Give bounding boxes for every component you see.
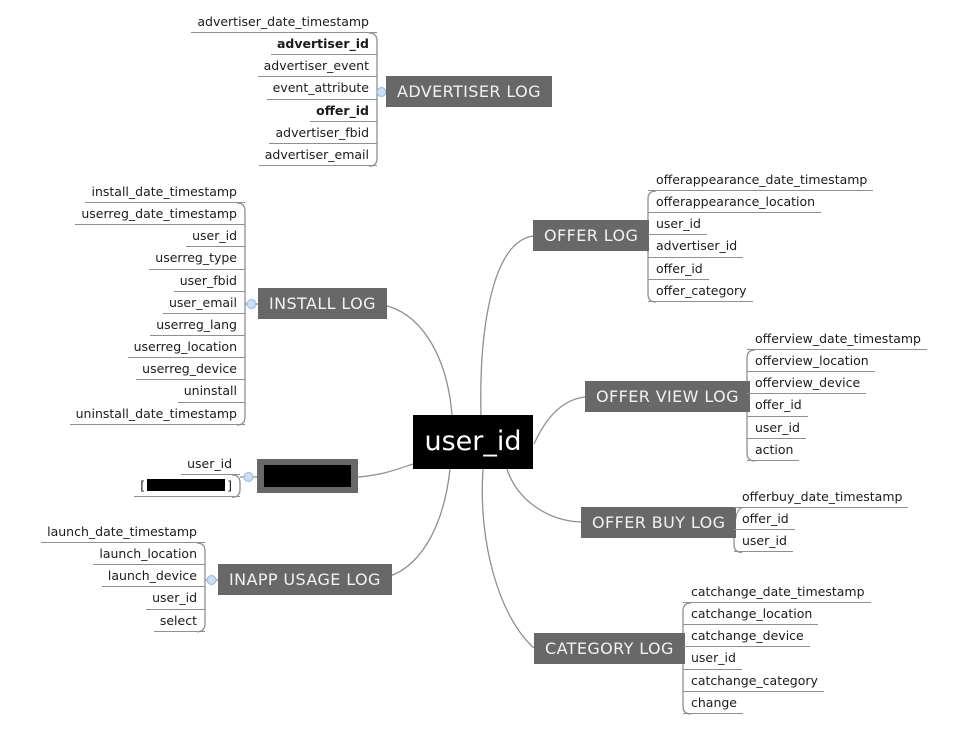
edge-offer-log — [480, 235, 534, 416]
field-row[interactable]: launch_device — [101, 565, 205, 588]
node-redacted[interactable] — [257, 459, 358, 493]
edge-offer-buy-log — [506, 468, 582, 523]
field-row[interactable]: advertiser_date_timestamp — [191, 11, 377, 33]
node-category-log[interactable]: CATEGORY LOG — [534, 633, 685, 664]
field-row[interactable]: event_attribute — [266, 77, 377, 100]
field-row[interactable]: userreg_location — [127, 336, 245, 359]
field-row[interactable]: offerview_device — [747, 372, 867, 395]
node-user-id[interactable]: user_id — [413, 415, 533, 469]
collapse-handle-advertiser-log[interactable] — [376, 87, 387, 97]
field-group-offer-buy-log: offerbuy_date_timestamp offer_id user_id — [734, 486, 909, 553]
edge-inapp-usage-log — [376, 468, 451, 580]
collapse-handle-install-log[interactable] — [246, 299, 257, 309]
field-row[interactable]: user_id — [747, 417, 806, 439]
field-row[interactable]: catchange_date_timestamp — [683, 581, 871, 603]
field-row[interactable]: uninstall — [177, 380, 245, 403]
node-inapp-usage-log[interactable]: INAPP USAGE LOG — [218, 564, 392, 595]
field-row[interactable]: offerview_location — [747, 350, 875, 373]
field-row[interactable]: userreg_lang — [150, 314, 245, 337]
field-row[interactable]: offer_id — [648, 258, 709, 280]
field-row[interactable]: launch_location — [93, 543, 205, 566]
field-row[interactable]: change — [683, 692, 744, 714]
field-group-advertiser-log: advertiser_date_timestamp advertiser_id … — [191, 11, 377, 167]
field-row[interactable]: offerappearance_date_timestamp — [648, 169, 874, 191]
redaction-bar — [147, 478, 226, 491]
edge-redacted-node — [357, 463, 414, 478]
field-row[interactable]: install_date_timestamp — [85, 181, 245, 203]
field-row-redacted[interactable]: [] — [134, 475, 240, 498]
node-offer-buy-log[interactable]: OFFER BUY LOG — [581, 507, 737, 538]
collapse-handle-redacted-node[interactable] — [243, 472, 254, 482]
field-row[interactable]: launch_date_timestamp — [41, 521, 205, 543]
field-row[interactable]: user_id — [648, 213, 707, 236]
field-row[interactable]: offer_id — [747, 394, 808, 417]
node-offer-log[interactable]: OFFER LOG — [533, 220, 650, 251]
redaction-bar — [264, 465, 351, 487]
field-row[interactable]: offerview_date_timestamp — [747, 328, 927, 350]
field-row[interactable]: offerappearance_location — [648, 191, 822, 214]
field-group-redacted: user_id [] — [134, 453, 240, 498]
node-offer-view-log[interactable]: OFFER VIEW LOG — [585, 381, 750, 412]
field-row[interactable]: user_id — [683, 647, 742, 670]
field-row[interactable]: user_id — [186, 225, 245, 248]
field-row[interactable]: user_fbid — [173, 270, 245, 292]
field-row[interactable]: user_id — [146, 587, 205, 610]
field-row[interactable]: userreg_date_timestamp — [75, 203, 245, 226]
field-group-offer-log: offerappearance_date_timestamp offerappe… — [648, 169, 874, 302]
field-row[interactable]: advertiser_event — [257, 55, 377, 78]
node-advertiser-log[interactable]: ADVERTISER LOG — [386, 76, 552, 107]
field-row[interactable]: userreg_type — [149, 247, 245, 270]
field-row[interactable]: userreg_device — [136, 358, 245, 381]
field-row[interactable]: catchange_location — [683, 603, 819, 626]
field-row[interactable]: action — [747, 439, 800, 461]
field-group-offer-view-log: offerview_date_timestamp offerview_locat… — [747, 328, 927, 461]
field-row[interactable]: offer_id — [310, 100, 377, 122]
field-row[interactable]: offer_id — [734, 508, 795, 531]
edge-offer-view-log — [533, 396, 586, 445]
field-row[interactable]: user_id — [181, 453, 240, 475]
field-row[interactable]: offer_category — [648, 280, 753, 302]
field-row[interactable]: offerbuy_date_timestamp — [734, 486, 909, 508]
bracket-open: [ — [140, 477, 146, 493]
edge-install-log — [376, 303, 453, 416]
field-row[interactable]: advertiser_email — [258, 144, 377, 167]
field-row[interactable]: advertiser_id — [648, 235, 744, 258]
field-group-install-log: install_date_timestamp userreg_date_time… — [69, 181, 245, 425]
field-row[interactable]: user_email — [163, 292, 245, 314]
field-row[interactable]: advertiser_fbid — [269, 122, 377, 144]
collapse-handle-inapp-usage-log[interactable] — [206, 575, 217, 585]
bracket-close: ] — [227, 477, 232, 493]
node-install-log[interactable]: INSTALL LOG — [258, 288, 387, 319]
edge-category-log — [481, 468, 535, 649]
field-row[interactable]: select — [153, 610, 205, 632]
field-row[interactable]: catchange_category — [683, 670, 824, 692]
field-row[interactable]: catchange_device — [683, 625, 810, 648]
field-row[interactable]: user_id — [734, 530, 793, 553]
field-row[interactable]: advertiser_id — [271, 33, 377, 56]
field-group-category-log: catchange_date_timestamp catchange_locat… — [683, 581, 871, 714]
field-row[interactable]: uninstall_date_timestamp — [69, 403, 245, 425]
field-group-inapp-usage-log: launch_date_timestamp launch_location la… — [41, 521, 205, 632]
